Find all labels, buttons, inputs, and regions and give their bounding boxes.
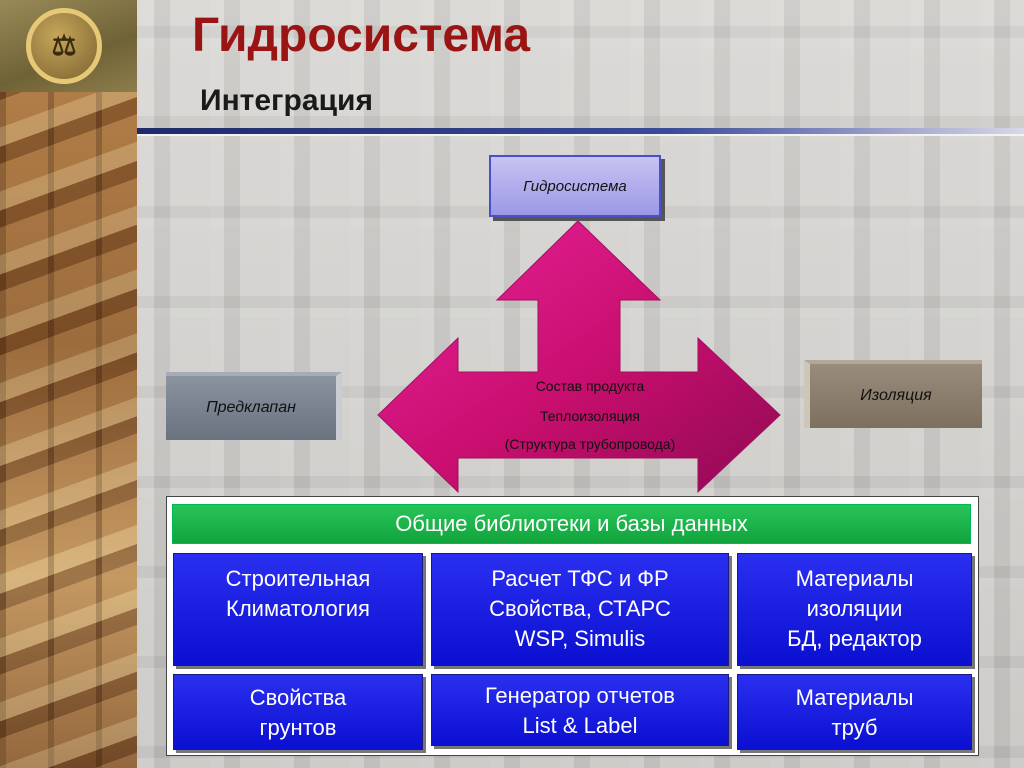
module-line: Материалы — [795, 566, 914, 591]
logo-panel: ⚖ — [0, 0, 137, 92]
module-line: труб — [831, 715, 878, 740]
scales-logo-icon: ⚖ — [26, 8, 102, 84]
module-soil-properties: Свойства грунтов — [173, 674, 423, 750]
arrow-shape — [377, 220, 781, 494]
node-predklapan: Предклапан — [166, 372, 342, 440]
arrow-label-line: Состав продукта — [535, 378, 645, 394]
node-insulation: Изоляция — [804, 360, 982, 428]
module-calculation: Расчет ТФС и ФР Свойства, СТАРС WSP, Sim… — [431, 553, 729, 666]
module-line: Расчет ТФС и ФР — [491, 566, 669, 591]
arrow-label-line: Теплоизоляция — [540, 408, 640, 424]
libraries-header: Общие библиотеки и базы данных — [172, 504, 971, 544]
module-line: грунтов — [259, 715, 337, 740]
logo-mark: ⚖ — [51, 29, 77, 62]
module-line: List & Label — [522, 713, 638, 738]
decorative-side-strip — [0, 0, 137, 768]
module-line: Строительная — [225, 566, 371, 591]
title-divider-highlight — [137, 134, 1024, 136]
module-line: WSP, Simulis — [514, 626, 646, 651]
title-divider — [137, 128, 1024, 134]
node-hydrosystem: Гидросистема — [489, 155, 661, 217]
module-line: БД, редактор — [787, 626, 922, 651]
module-report-generator: Генератор отчетов List & Label — [431, 674, 729, 746]
module-insulation-materials: Материалы изоляции БД, редактор — [737, 553, 972, 666]
page-subtitle: Интеграция — [200, 84, 373, 117]
module-line: Материалы — [795, 685, 914, 710]
module-line: Свойства, СТАРС — [489, 596, 671, 621]
page-title: Гидросистема — [192, 9, 531, 62]
module-pipe-materials: Материалы труб — [737, 674, 972, 750]
module-line: Генератор отчетов — [484, 683, 675, 708]
module-line: Свойства — [249, 685, 347, 710]
arrow-label-line: (Структура трубопровода) — [504, 436, 676, 452]
module-line: изоляции — [806, 596, 903, 621]
module-climatology: Строительная Климатология — [173, 553, 423, 666]
module-line: Климатология — [226, 596, 370, 621]
